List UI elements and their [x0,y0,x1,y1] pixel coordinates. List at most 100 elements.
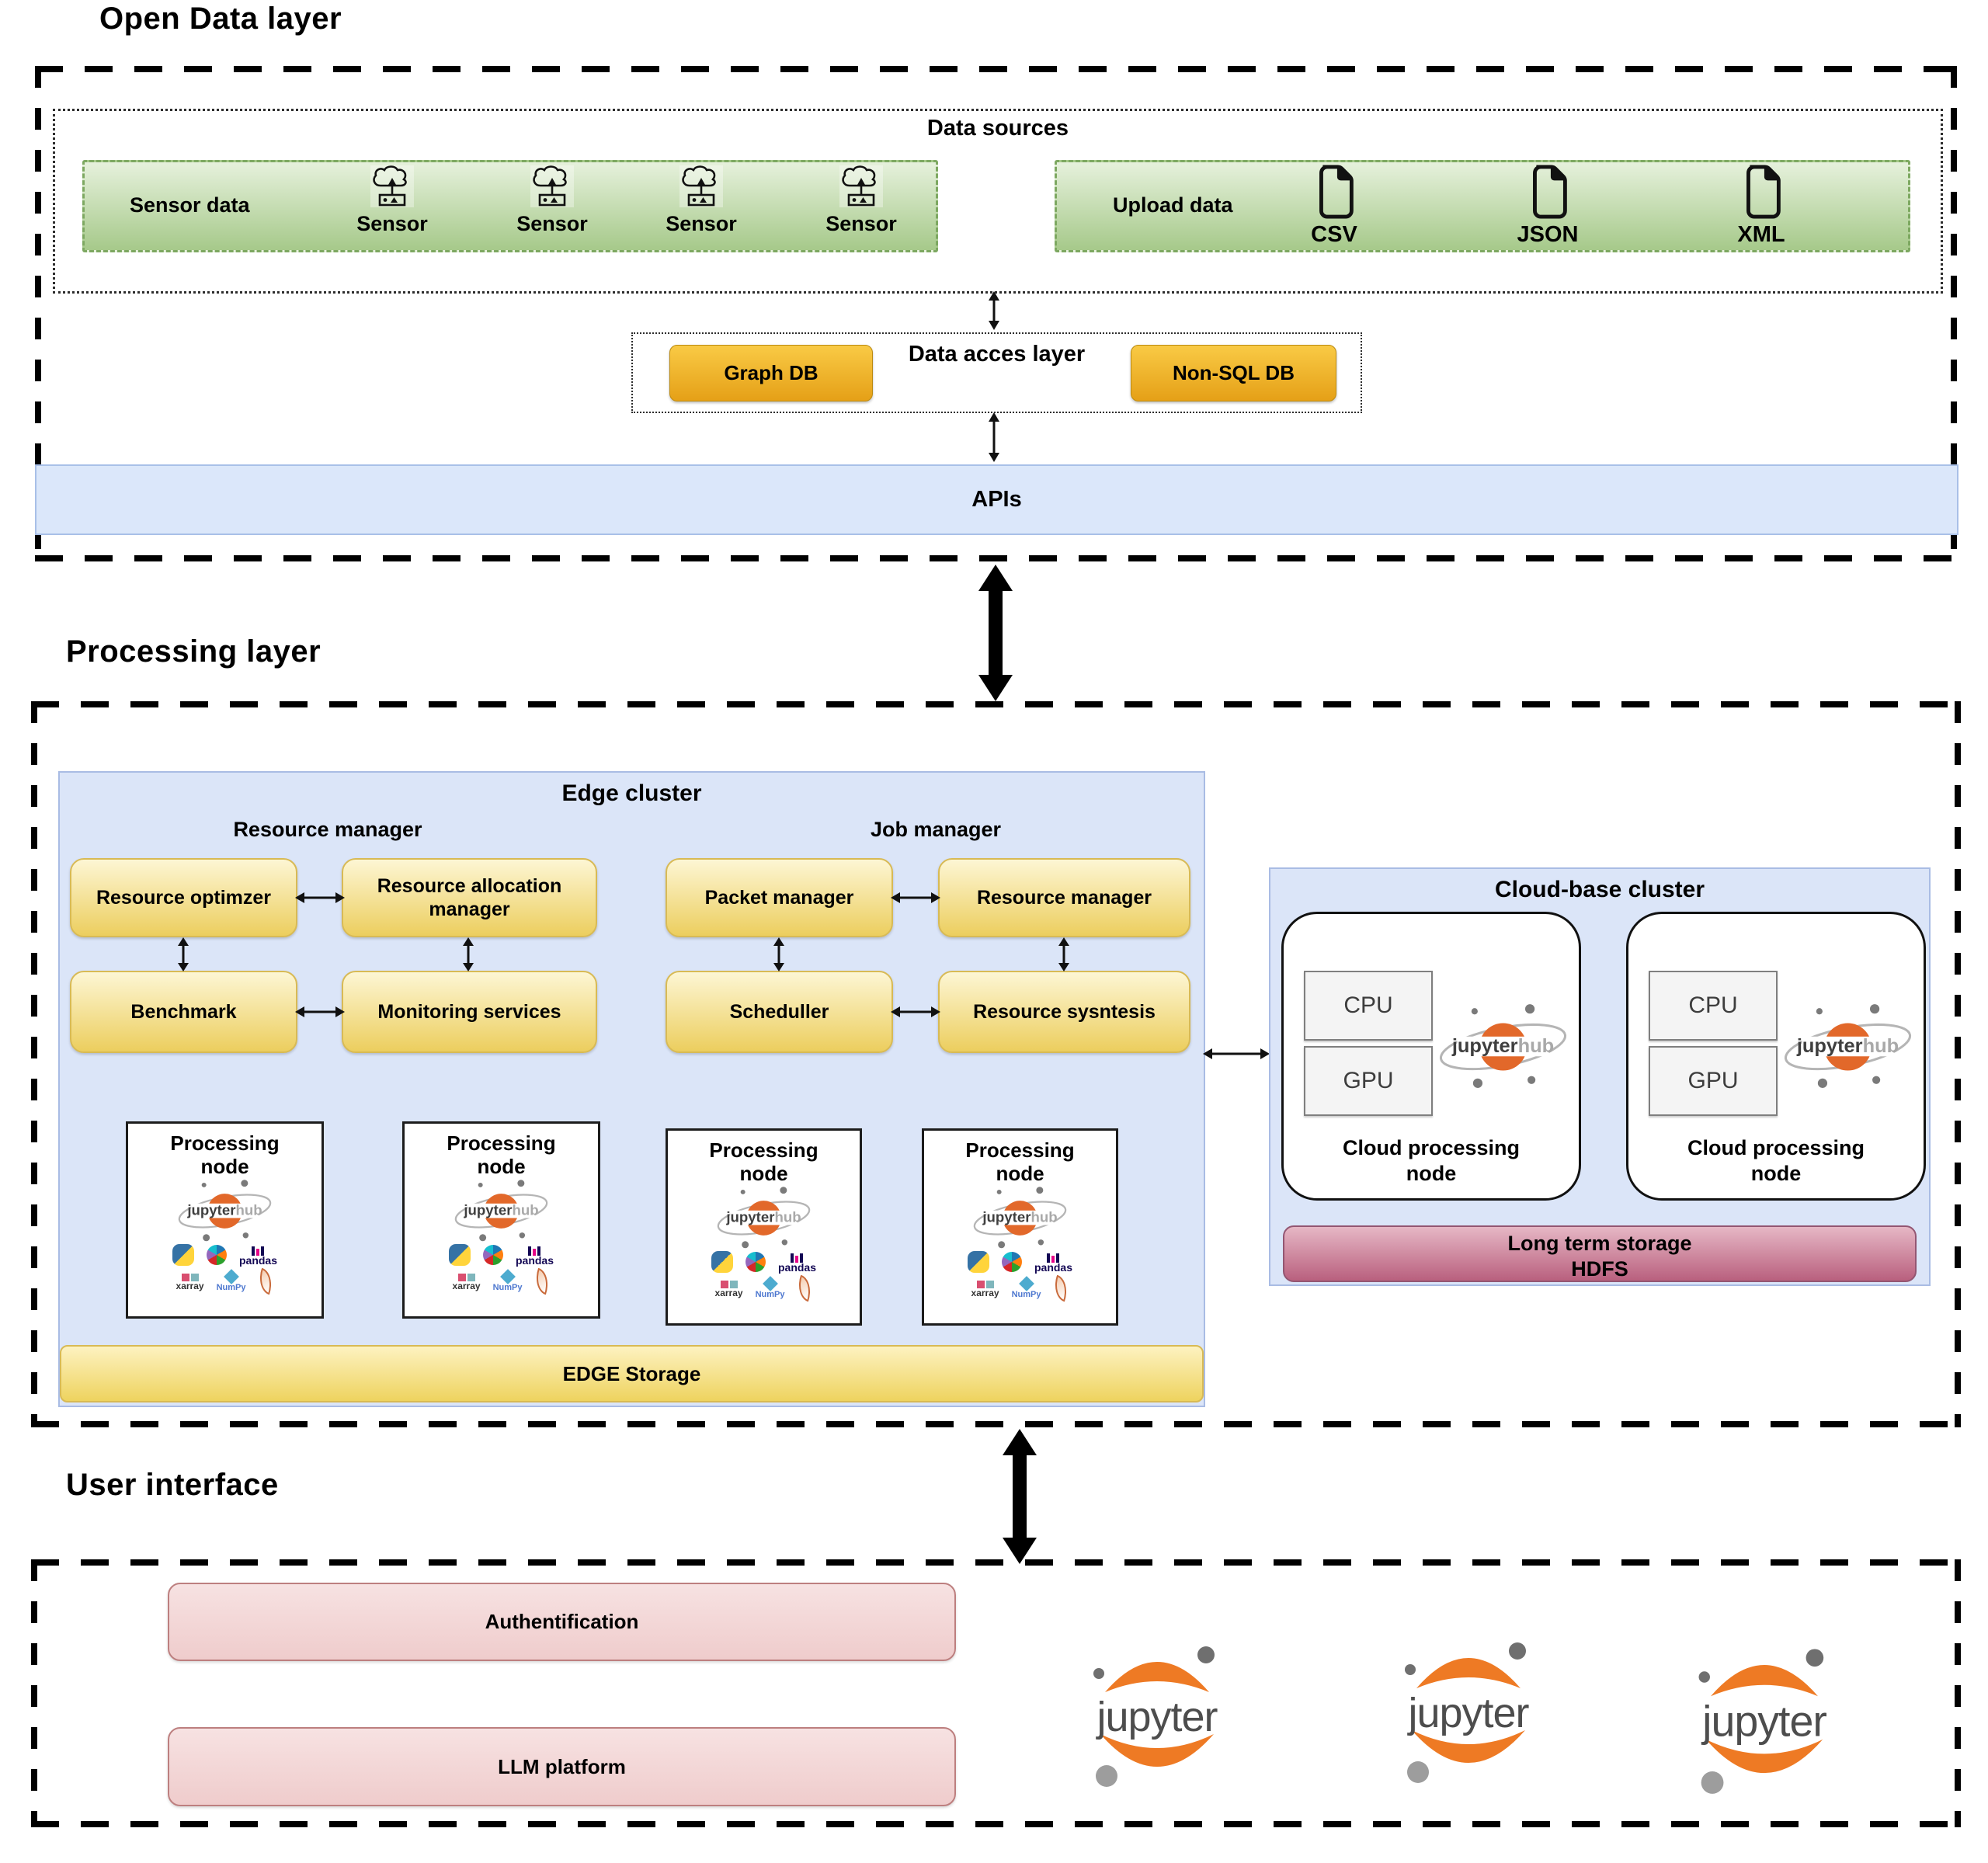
jupyterhub-logo: jupyterhub [1784,1004,1912,1088]
dashed-border-right [1955,1559,1961,1827]
cloud-processing-node: CPU GPU jupyterhub Cloud processing node [1626,912,1926,1201]
hub-logo-text: hub [235,1202,262,1218]
processing-node-title: Processing node [170,1131,280,1178]
jupyter-logo-text: jupyter [186,1202,235,1218]
svg-text:jupyterhub: jupyterhub [463,1202,538,1218]
file-label: XML [1737,222,1785,247]
double-arrow-icon [1058,937,1069,971]
dashed-border-bottom [35,555,1957,561]
xarray-label: xarray [714,1287,743,1298]
svg-text:jupyterhub: jupyterhub [1796,1035,1899,1057]
hub-logo-text: hub [512,1202,538,1218]
jupyterhub-logo: jupyterhub [454,1180,548,1242]
numpy-label: NumPy [216,1283,246,1292]
sensor-upload-icon [679,165,723,207]
processing-node: Processing node jupyterhub pandas xarray… [666,1128,862,1326]
feather-icon [1050,1274,1072,1302]
json-file-icon [1533,165,1567,219]
double-arrow-icon [989,291,999,330]
double-arrow-icon [463,937,474,971]
jupyter-logo-text: jupyter [1701,1698,1826,1746]
sensor-data-label: Sensor data [130,193,250,217]
feather-icon [794,1274,816,1302]
double-arrow-icon [891,892,940,903]
numpy-label: NumPy [1011,1290,1041,1299]
sensor-upload-icon [530,165,574,207]
svg-text:jupyterhub: jupyterhub [982,1209,1057,1225]
pandas-icon: pandas [1034,1253,1072,1273]
jupyterhub-logo: jupyterhub [1439,1004,1567,1088]
hub-logo-text: hub [1030,1209,1057,1225]
svg-text:jupyterhub: jupyterhub [186,1202,262,1218]
library-icons: pandas xarray NumPy [924,1249,1116,1302]
xml-file-icon [1746,165,1781,219]
long-term-storage-line1: Long term storage [1507,1232,1692,1255]
data-sources-title: Data sources [926,116,1069,141]
sensor-label: Sensor [666,212,737,235]
cpu-chip: CPU [1649,971,1778,1041]
double-arrow-icon [295,892,345,903]
sensor-label: Sensor [356,212,428,235]
data-access-layer-title: Data acces layer [908,342,1086,367]
gpu-chip: GPU [1649,1046,1778,1116]
numpy-label: NumPy [755,1290,785,1299]
processing-layer-box [31,701,1961,1427]
graph-db-box: Graph DB [669,345,873,401]
cloud-processing-node: CPU GPU jupyterhub Cloud processing node [1281,912,1581,1201]
data-sources-box: Data sources [53,109,1943,294]
hub-logo-text: hub [1518,1035,1555,1057]
processing-node: Processing node jupyterhub pandas xarray… [126,1121,324,1319]
processing-node: Processing node jupyterhub pandas xarray… [922,1128,1118,1326]
library-icons: pandas xarray NumPy [668,1249,860,1302]
pandas-label: pandas [515,1253,554,1267]
jupyter-logo: jupyter [1093,1646,1219,1787]
processing-node-title: Processing node [447,1131,556,1178]
sensor-label: Sensor [516,212,588,235]
packet-manager-box: Packet manager [666,858,893,937]
resource-manager-box: Resource manager [938,858,1190,937]
numpy-icon: NumPy [755,1276,785,1299]
jupyter-logo: jupyter [1698,1649,1827,1794]
edge-cluster-box: Edge cluster Resource manager Job manage… [58,771,1205,1407]
matplotlib-icon [206,1245,227,1265]
processing-node: Processing node jupyterhub pandas xarray… [402,1121,600,1319]
data-access-layer-box: Data acces layer Graph DB Non-SQL DB [631,332,1362,413]
cloud-cluster-title: Cloud-base cluster [1494,877,1705,902]
double-arrow-icon [989,412,999,462]
file-item: JSON [1497,164,1598,249]
python-icon [172,1244,194,1266]
gpu-chip: GPU [1304,1046,1433,1116]
python-icon [448,1244,471,1266]
pandas-icon: pandas [515,1246,554,1267]
double-arrow-icon [1203,1048,1270,1059]
numpy-icon: NumPy [493,1269,522,1292]
pandas-icon: pandas [239,1246,277,1266]
library-icons: pandas xarray NumPy [405,1242,598,1295]
dashed-border-right [1951,66,1957,561]
dashed-border-left [31,701,37,1427]
benchmark-box: Benchmark [70,971,297,1053]
non-sql-db-box: Non-SQL DB [1131,345,1336,401]
python-icon [711,1251,733,1273]
library-icons: pandas xarray NumPy [128,1242,321,1295]
sensor-item: Sensor [655,165,748,236]
dashed-border-bottom [31,1821,1961,1827]
long-term-storage-bar: Long term storage HDFS [1283,1225,1917,1282]
matplotlib-icon [1001,1252,1022,1272]
hub-logo-text: hub [774,1209,801,1225]
xarray-label: xarray [176,1280,204,1291]
matplotlib-icon [482,1245,503,1265]
cloud-processing-node-label: Cloud processing node [1342,1136,1521,1185]
dashed-border-top [31,1559,1961,1566]
dashed-border-top [31,701,1961,707]
sensor-data-box: Sensor data Sensor [82,160,938,252]
double-arrow-icon [891,1006,940,1017]
job-manager-group-label: Job manager [870,818,1002,841]
cloud-cluster-box: Cloud-base cluster CPU GPU jupyterhub Cl… [1269,867,1931,1286]
pandas-label: pandas [777,1260,816,1274]
scheduler-box: Scheduller [666,971,893,1053]
svg-text:jupyterhub: jupyterhub [725,1209,801,1225]
jupyterhub-logo: jupyterhub [717,1187,811,1249]
matplotlib-icon [745,1252,766,1272]
